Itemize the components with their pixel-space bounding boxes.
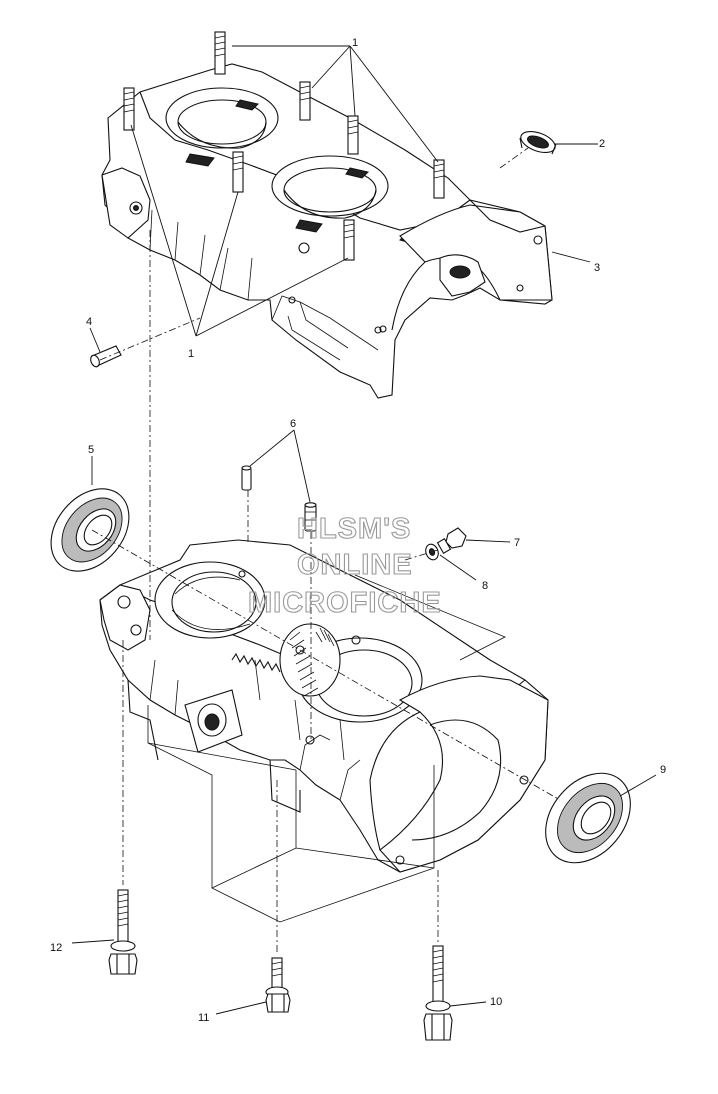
bolt-part-10 — [423, 945, 453, 1041]
washer-part-8 — [425, 543, 439, 561]
callout-2: 2 — [599, 138, 605, 150]
callout-5: 5 — [88, 444, 94, 456]
plug-part-2 — [519, 130, 557, 155]
oil-seal-part-5 — [50, 488, 130, 572]
bolt-part-11 — [265, 957, 291, 1013]
callout-3: 3 — [594, 262, 600, 274]
callout-labels: 1 1 2 3 4 5 6 7 8 9 10 11 12 — [50, 37, 666, 1024]
watermark-line-1: HLSM'S — [297, 513, 411, 545]
drain-plug-part-7 — [436, 527, 467, 554]
cylinder-studs — [123, 31, 445, 261]
callout-11: 11 — [198, 1012, 209, 1024]
callout-8: 8 — [482, 580, 488, 592]
lower-crankcase-half — [99, 539, 549, 873]
callout-10: 10 — [490, 996, 502, 1008]
callout-1-bottom: 1 — [188, 348, 194, 360]
callout-6: 6 — [290, 418, 296, 430]
callout-1-top: 1 — [352, 37, 358, 49]
watermark-line-3: MICROFICHE — [248, 587, 442, 619]
dowels-part-6 — [241, 465, 317, 532]
alignment-lines — [91, 147, 561, 955]
upper-crankcase-half — [101, 31, 553, 399]
callout-4: 4 — [86, 316, 92, 328]
oil-seal-part-9 — [545, 772, 631, 864]
callout-7: 7 — [514, 537, 520, 549]
projection-box — [147, 574, 506, 923]
watermark-line-2: ONLINE — [297, 549, 413, 581]
callout-12: 12 — [50, 942, 62, 954]
dowel-pin-part-4 — [90, 345, 122, 368]
leader-lines — [71, 45, 657, 1015]
callout-9: 9 — [660, 764, 666, 776]
watermark: HLSM'S ONLINE MICROFICHE — [247, 512, 442, 619]
bolt-part-12 — [108, 889, 138, 975]
